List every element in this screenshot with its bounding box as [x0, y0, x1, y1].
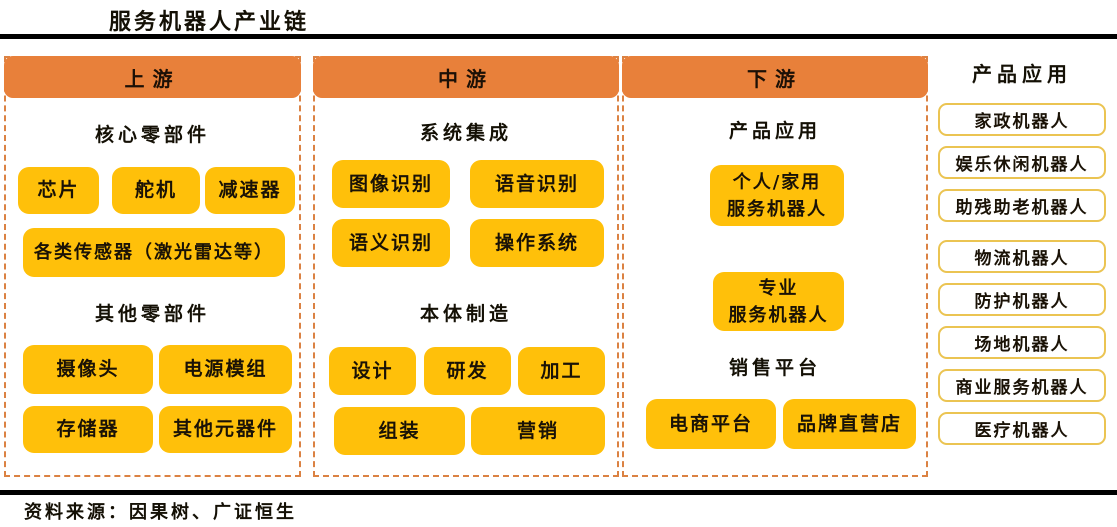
box-camera: 摄像头	[23, 345, 153, 394]
app-box-field: 场地机器人	[938, 326, 1106, 359]
box-servo: 舵机	[112, 167, 200, 214]
box-other-components: 其他元器件	[159, 406, 292, 453]
box-design: 设计	[329, 347, 416, 395]
app-box-logistics: 物流机器人	[938, 240, 1106, 273]
box-chip: 芯片	[18, 167, 99, 214]
box-memory: 存储器	[23, 406, 153, 453]
midstream-header: 中游	[313, 56, 619, 98]
page-title: 服务机器人产业链	[109, 10, 310, 35]
box-operating-system: 操作系统	[470, 219, 604, 267]
upstream-core-heading: 核心零部件	[94, 124, 210, 146]
box-processing: 加工	[518, 347, 605, 395]
midstream-manufacturing-heading: 本体制造	[419, 303, 512, 325]
app-box-housekeeping: 家政机器人	[938, 103, 1106, 136]
box-professional-robot: 专业 服务机器人	[713, 272, 844, 331]
box-sensors: 各类传感器（激光雷达等）	[23, 228, 285, 277]
app-box-entertainment: 娱乐休闲机器人	[938, 146, 1106, 179]
app-box-assist-elderly: 助残助老机器人	[938, 189, 1106, 222]
box-semantic-recognition: 语义识别	[332, 219, 450, 267]
box-reducer: 减速器	[205, 167, 295, 214]
downstream-products-heading: 产品应用	[728, 120, 821, 142]
app-box-protection: 防护机器人	[938, 283, 1106, 316]
app-box-medical: 医疗机器人	[938, 412, 1106, 445]
downstream-column: 下游 产品应用 个人/家用 服务机器人 专业 服务机器人 销售平台 电商平台 品…	[622, 56, 928, 477]
source-note: 资料来源：因果树、广证恒生	[24, 502, 297, 523]
box-marketing: 营销	[471, 407, 605, 455]
midstream-integration-heading: 系统集成	[419, 122, 512, 144]
upstream-column: 上游 核心零部件 芯片 舵机 减速器 各类传感器（激光雷达等） 其他零部件 摄像…	[4, 56, 301, 477]
box-speech-recognition: 语音识别	[470, 160, 604, 208]
box-brand-store: 品牌直营店	[783, 399, 916, 449]
upstream-other-heading: 其他零部件	[94, 303, 210, 325]
applications-header: 产品应用	[972, 62, 1072, 86]
box-personal-home-robot: 个人/家用 服务机器人	[710, 165, 844, 226]
downstream-sales-heading: 销售平台	[728, 357, 821, 379]
downstream-header: 下游	[622, 56, 928, 98]
upstream-header: 上游	[4, 56, 301, 98]
box-assembly: 组装	[334, 407, 465, 455]
box-image-recognition: 图像识别	[332, 160, 450, 208]
box-research: 研发	[424, 347, 511, 395]
midstream-column: 中游 系统集成 图像识别 语音识别 语义识别 操作系统 本体制造 设计 研发 加…	[313, 56, 619, 477]
app-box-commercial-service: 商业服务机器人	[938, 369, 1106, 402]
applications-column: 产品应用 家政机器人 娱乐休闲机器人 助残助老机器人 物流机器人 防护机器人 场…	[938, 56, 1106, 477]
box-power-module: 电源模组	[159, 345, 292, 394]
footer-divider	[0, 490, 1117, 495]
box-ecommerce-platform: 电商平台	[646, 399, 776, 449]
title-divider	[0, 34, 1117, 39]
